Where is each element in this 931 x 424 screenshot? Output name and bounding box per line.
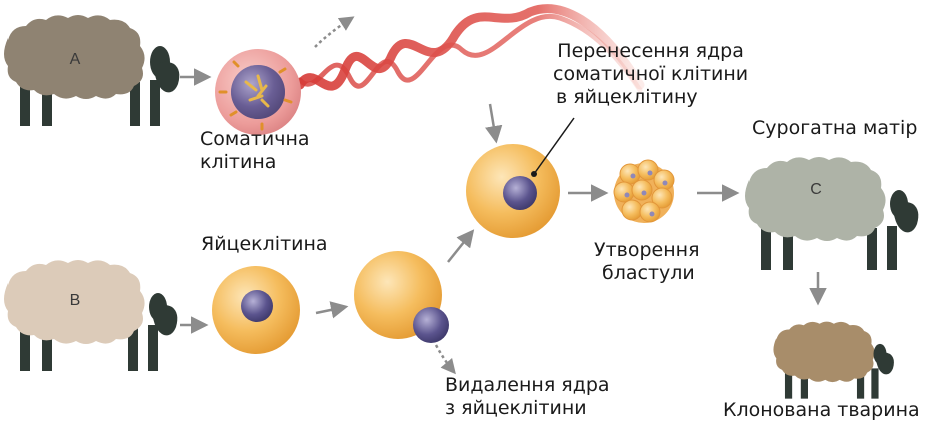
sheep-a: A: [4, 15, 179, 126]
label-nucleus-transfer-line-3: в яйцеклітину: [553, 86, 748, 109]
label-cloned-animal: Клонована тварина: [723, 399, 920, 422]
label-nucleus-transfer: Перенесення ядра соматичної клітини в яй…: [553, 40, 748, 109]
label-nucleus-removal: Видалення ядра з яйцеклітини: [445, 374, 610, 420]
label-somatic-cell-line-1: Соматична: [200, 128, 310, 151]
label-blastula: Утворення бластули: [594, 239, 700, 285]
somatic-cell: [215, 49, 301, 135]
label-nucleus-removal-line-1: Видалення ядра: [445, 374, 610, 397]
sheep-c: C: [745, 157, 918, 270]
label-egg-cell: Яйцеклітина: [201, 233, 328, 256]
sheep-clone: [773, 322, 893, 399]
sheep-b: B: [4, 260, 177, 371]
sheep-b-letter: B: [70, 292, 81, 309]
label-nucleus-transfer-line-1: Перенесення ядра: [553, 40, 748, 63]
enucleated-egg-cell: [354, 251, 449, 343]
label-blastula-line-2: бластули: [594, 262, 700, 285]
label-nucleus-transfer-line-2: соматичної клітини: [553, 63, 748, 86]
reconstructed-cell: [466, 118, 574, 238]
blastula: [614, 160, 674, 223]
label-blastula-line-1: Утворення: [594, 239, 700, 262]
sheep-clone-body: [773, 322, 874, 382]
label-surrogate-mother: Сурогатна матір: [752, 117, 917, 140]
sheep-c-letter: C: [810, 181, 822, 198]
label-nucleus-removal-line-2: з яйцеклітини: [445, 397, 610, 420]
egg-cell: [212, 266, 300, 354]
label-somatic-cell-line-2: клітина: [200, 151, 310, 174]
sheep-a-letter: A: [70, 51, 81, 68]
sheep-c-body: [745, 157, 886, 241]
label-somatic-cell: Соматична клітина: [200, 128, 310, 174]
